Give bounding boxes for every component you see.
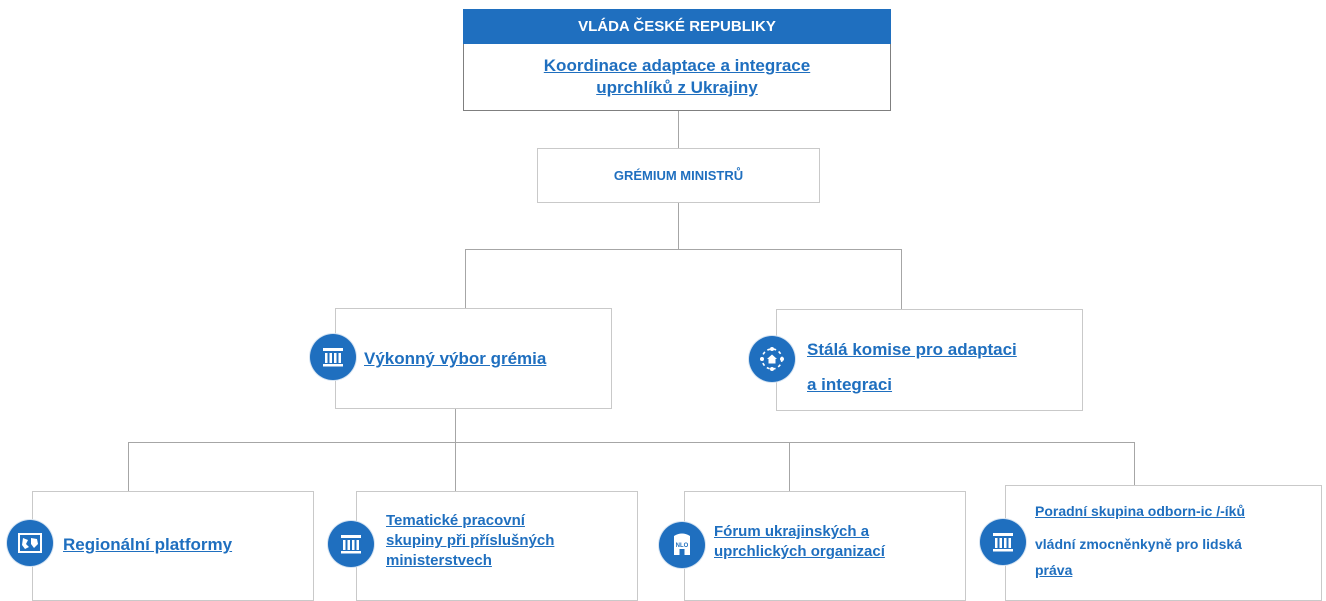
connector-to-child-1 [128, 442, 129, 491]
executive-committee-label: Výkonný výbor grémia [364, 349, 547, 368]
map-icon [7, 520, 53, 566]
executive-committee-link[interactable]: Výkonný výbor grémia [364, 347, 546, 370]
executive-committee-box [335, 308, 612, 409]
connector-gov-gremium [678, 111, 679, 148]
regional-platforms-link[interactable]: Regionální platformy [63, 533, 232, 556]
nlo-building-icon: NLO [659, 522, 705, 568]
forum-line1: Fórum ukrajinských a [714, 523, 870, 540]
advisory-group-line1: Poradní skupina odborn-ic /-íků [1035, 503, 1246, 519]
thematic-groups-link[interactable]: Tematické pracovní skupiny při příslušný… [386, 511, 554, 571]
thematic-groups-line3: ministerstvech [386, 552, 492, 569]
connector-gremium-down [678, 203, 679, 249]
connector-horizontal-mid [465, 249, 902, 250]
thematic-groups-line2: skupiny při příslušných [386, 532, 555, 549]
government-subtitle-link[interactable]: Koordinace adaptace a integrace uprchlík… [544, 55, 810, 99]
forum-link[interactable]: Fórum ukrajinských a uprchlických organi… [714, 522, 885, 562]
connector-to-commission [901, 249, 902, 309]
standing-commission-label-line1: Stálá komise pro adaptaci [807, 340, 1017, 359]
thematic-groups-line1: Tematické pracovní [386, 512, 525, 529]
connector-to-child-2 [455, 442, 456, 491]
forum-line2: uprchlických organizací [714, 543, 885, 560]
connector-horizontal-bottom [128, 442, 1135, 443]
connector-to-executive [465, 249, 466, 308]
government-building-icon [310, 334, 356, 380]
home-network-icon [749, 336, 795, 382]
advisory-group-line3: práva [1035, 562, 1073, 578]
thematic-groups-box [356, 491, 638, 601]
connector-to-child-3 [789, 442, 790, 491]
standing-commission-label-line2: a integraci [807, 375, 893, 394]
government-subtitle-line2: uprchlíků z Ukrajiny [596, 78, 758, 97]
government-subtitle-line1: Koordinace adaptace a integrace [543, 56, 811, 75]
advisory-group-line2: vládní zmocněnkyně pro lidská [1035, 536, 1242, 552]
connector-to-child-4 [1134, 442, 1135, 485]
forum-box [684, 491, 966, 601]
regional-platforms-box [32, 491, 314, 601]
nlo-icon-text: NLO [676, 543, 689, 549]
advisory-group-box [1005, 485, 1322, 601]
gremium-label: GRÉMIUM MINISTRŮ [613, 168, 744, 183]
government-header: VLÁDA ČESKÉ REPUBLIKY [463, 9, 891, 44]
advisory-group-link[interactable]: Poradní skupina odborn-ic /-íků vládní z… [1035, 498, 1245, 583]
government-building-icon [328, 521, 374, 567]
regional-platforms-label: Regionální platformy [63, 535, 233, 554]
standing-commission-box [776, 309, 1083, 411]
connector-executive-down [455, 409, 456, 442]
standing-commission-link[interactable]: Stálá komise pro adaptaci a integraci [807, 332, 1017, 402]
gremium-box: GRÉMIUM MINISTRŮ [537, 148, 820, 203]
government-building-icon [980, 519, 1026, 565]
government-title: VLÁDA ČESKÉ REPUBLIKY [578, 18, 776, 35]
government-box: Koordinace adaptace a integrace uprchlík… [463, 44, 891, 111]
